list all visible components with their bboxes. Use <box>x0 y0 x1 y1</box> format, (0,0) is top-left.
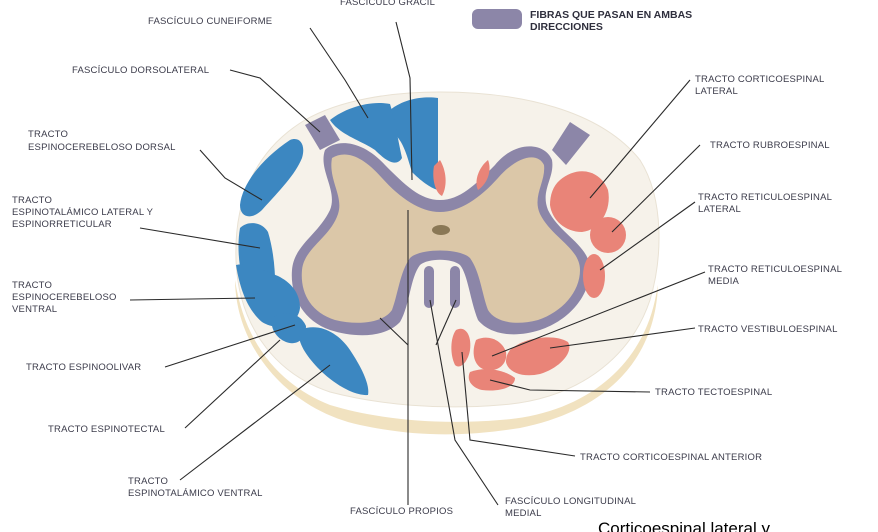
label-reticuloespinal-lateral-2: LATERAL <box>698 204 741 215</box>
label-corticoespinal-lateral-1: TRACTO CORTICOESPINAL <box>695 74 824 85</box>
label-gracil: FASCÍCULO GRÁCIL <box>340 0 435 8</box>
central-canal <box>432 225 450 235</box>
label-espinocerebeloso-dorsal-2: ESPINOCEREBELOSO DORSAL <box>28 142 176 153</box>
label-vestibuloespinal: TRACTO VESTIBULOESPINAL <box>698 324 838 335</box>
label-propios: FASCÍCULO PROPIOS <box>350 506 453 517</box>
label-longitudinal-1: FASCÍCULO LONGITUDINAL <box>505 496 636 507</box>
label-dorsolateral: FASCÍCULO DORSOLATERAL <box>72 65 209 76</box>
reticulospinal-lateral <box>583 254 605 298</box>
label-espinotalamico-lateral-1: TRACTO <box>12 195 52 206</box>
label-espinotalamico-ventral-2: ESPINOTALÁMICO VENTRAL <box>128 488 263 499</box>
caption: Corticoespinal lateral y <box>598 519 770 532</box>
label-espinotalamico-ventral-1: TRACTO <box>128 476 168 487</box>
label-rubroespinal: TRACTO RUBROESPINAL <box>710 140 830 151</box>
label-longitudinal-2: MEDIAL <box>505 508 542 519</box>
label-reticuloespinal-lateral-1: TRACTO RETICULOESPINAL <box>698 192 832 203</box>
label-cuneiforme: FASCÍCULO CUNEIFORME <box>148 16 272 27</box>
label-espinotalamico-lateral-3: ESPINORRETICULAR <box>12 219 112 230</box>
legend-swatch <box>472 9 522 29</box>
label-reticuloespinal-media-2: MEDIA <box>708 276 740 287</box>
label-tectoespinal: TRACTO TECTOESPINAL <box>655 387 772 398</box>
label-espinotectal: TRACTO ESPINOTECTAL <box>48 424 165 435</box>
label-espinocerebeloso-dorsal-1: TRACTO <box>28 129 68 140</box>
legend-text-line1: FIBRAS QUE PASAN EN AMBAS <box>530 9 692 21</box>
legend-text-line2: DIRECCIONES <box>530 21 603 33</box>
label-reticuloespinal-media-1: TRACTO RETICULOESPINAL <box>708 264 842 275</box>
label-espinocerebeloso-ventral-1: TRACTO <box>12 280 52 291</box>
label-espinocerebeloso-ventral-2: ESPINOCEREBELOSO <box>12 292 117 303</box>
label-corticoespinal-lateral-2: LATERAL <box>695 86 738 97</box>
label-espinocerebeloso-ventral-3: VENTRAL <box>12 304 57 315</box>
label-espinoolivar: TRACTO ESPINOOLIVAR <box>26 362 141 373</box>
rubrospinal <box>590 217 626 253</box>
label-corticoespinal-anterior: TRACTO CORTICOESPINAL ANTERIOR <box>580 452 762 463</box>
label-espinotalamico-lateral-2: ESPINOTALÁMICO LATERAL Y <box>12 207 154 218</box>
medial-fibers-left <box>424 266 434 308</box>
